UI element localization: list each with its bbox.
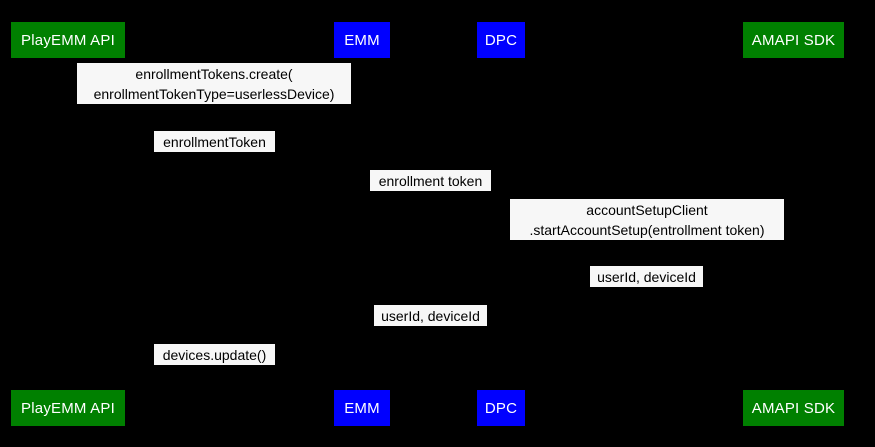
message-line: enrollment token [378,172,483,189]
message-enrollment-token-to-dpc: enrollment token [370,170,491,191]
message-enrollment-tokens-create: enrollmentTokens.create( enrollmentToken… [77,63,351,104]
participant-bottom-amapi-sdk[interactable]: AMAPI SDK [743,390,844,426]
message-enrollment-token-response: enrollmentToken [154,131,275,152]
participant-top-amapi-sdk[interactable]: AMAPI SDK [743,22,844,58]
participant-bottom-emm[interactable]: EMM [334,390,390,426]
message-line: .startAccountSetup(entrollment token) [529,221,765,238]
message-line: userId, deviceId [597,268,696,285]
participant-label: AMAPI SDK [751,31,836,49]
participant-top-playemm-api[interactable]: PlayEMM API [11,22,125,58]
participant-label: AMAPI SDK [751,399,836,417]
participant-label: EMM [344,399,380,417]
participant-label: EMM [344,31,380,49]
participant-label: PlayEMM API [21,31,115,49]
message-line: enrollmentTokenType=userlessDevice) [93,85,335,102]
participant-bottom-dpc[interactable]: DPC [477,390,525,426]
participant-label: DPC [484,31,518,49]
message-line: enrollmentTokens.create( [135,65,293,82]
participant-bottom-playemm-api[interactable]: PlayEMM API [11,390,125,426]
message-line: userId, deviceId [381,307,480,324]
participant-top-dpc[interactable]: DPC [477,22,525,58]
participant-label: PlayEMM API [21,399,115,417]
message-userid-deviceid-to-emm: userId, deviceId [374,305,487,326]
message-start-account-setup: accountSetupClient .startAccountSetup(en… [510,199,784,240]
message-devices-update: devices.update() [154,344,275,365]
message-line: accountSetupClient [586,201,708,218]
participant-top-emm[interactable]: EMM [334,22,390,58]
message-line: enrollmentToken [163,133,266,150]
message-line: devices.update() [162,346,267,363]
message-userid-deviceid-to-dpc: userId, deviceId [590,266,703,287]
participant-label: DPC [484,399,518,417]
